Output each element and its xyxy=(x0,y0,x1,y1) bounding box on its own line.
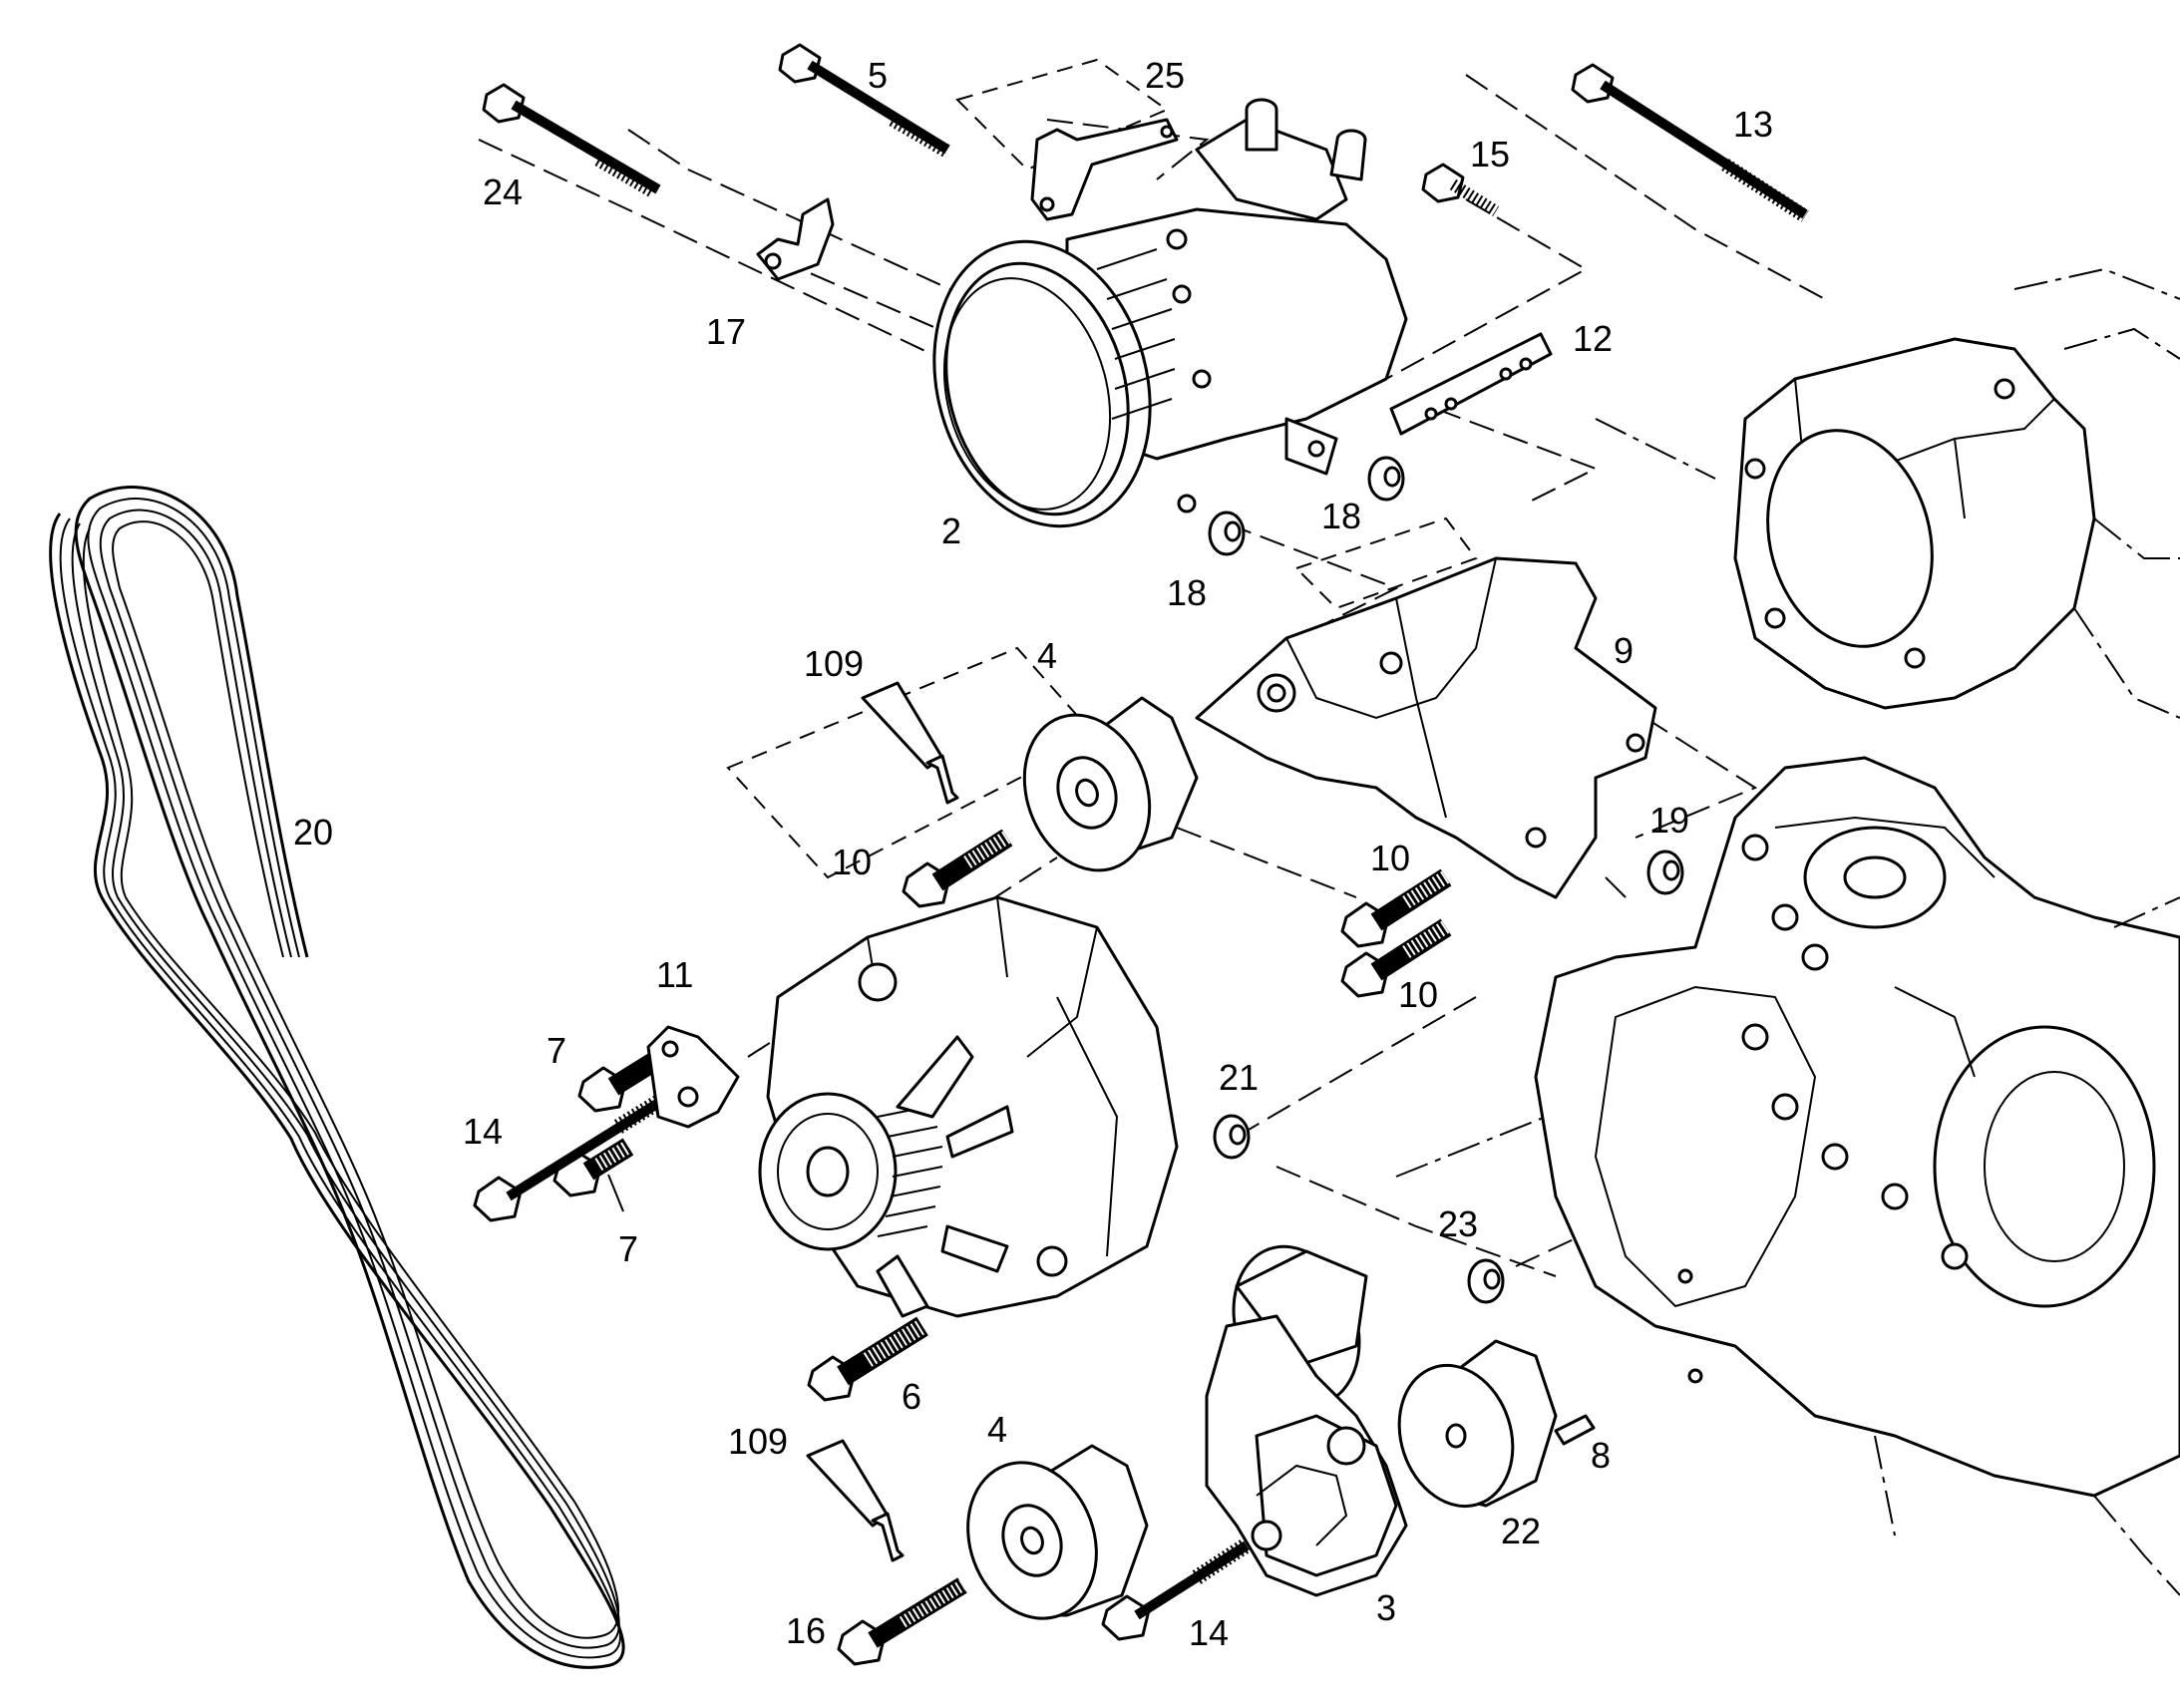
bolt-13 xyxy=(1571,63,1809,222)
bolt-16 xyxy=(837,1577,967,1666)
callout-7-lower-leader xyxy=(607,1174,624,1212)
ac-compressor xyxy=(932,98,1408,528)
callout-7-lower: 7 xyxy=(618,1228,638,1269)
alternator xyxy=(758,895,1179,1318)
callout-21: 21 xyxy=(1219,1057,1259,1098)
callout-7-upper: 7 xyxy=(546,1030,566,1071)
sealant-tube-109-lower xyxy=(806,1439,905,1562)
pulley-22 xyxy=(1397,1339,1558,1509)
plate-11 xyxy=(646,1025,740,1129)
callout-25: 25 xyxy=(1145,55,1185,96)
bolt-6 xyxy=(807,1316,928,1402)
callout-labels: 24 5 25 13 15 17 12 2 18 18 109 4 9 20 1… xyxy=(293,55,1773,1653)
bolt-24 xyxy=(482,83,661,198)
spacer-23 xyxy=(1467,1258,1505,1304)
idler-pulley-4-lower xyxy=(966,1444,1149,1620)
pin-8 xyxy=(1554,1414,1596,1446)
callout-2: 2 xyxy=(941,511,961,551)
callout-10-lower: 10 xyxy=(1398,974,1438,1015)
belt-tensioner-3 xyxy=(1205,1244,1408,1597)
sealant-tube-109-upper xyxy=(861,681,959,805)
callout-19: 19 xyxy=(1649,800,1689,841)
callout-10-mid: 10 xyxy=(1370,838,1410,878)
bracket-25 xyxy=(1030,118,1179,221)
callout-24: 24 xyxy=(483,171,523,212)
callout-3: 3 xyxy=(1376,1587,1396,1628)
callout-14-alternator: 14 xyxy=(463,1111,503,1152)
spacer-19 xyxy=(1646,850,1684,895)
bracket-17 xyxy=(756,197,835,281)
callout-109-lower: 109 xyxy=(728,1421,788,1462)
callout-23: 23 xyxy=(1438,1203,1478,1244)
plate-12 xyxy=(1389,332,1553,436)
bolt-14-alternator xyxy=(473,1088,675,1222)
callout-11: 11 xyxy=(656,954,693,995)
bolt-5 xyxy=(778,43,951,159)
bolt-7-lower xyxy=(552,1138,634,1197)
bolt-14-tensioner xyxy=(1101,1537,1254,1641)
bolt-10-mid xyxy=(1340,868,1452,948)
callout-5: 5 xyxy=(868,55,888,96)
spacer-21 xyxy=(1213,1114,1251,1160)
callout-14-tensioner: 14 xyxy=(1189,1612,1229,1653)
callout-22: 22 xyxy=(1501,1511,1541,1551)
callout-9: 9 xyxy=(1614,630,1634,671)
callout-17: 17 xyxy=(706,311,746,352)
callout-6: 6 xyxy=(902,1376,921,1417)
bolt-10-lower xyxy=(1340,918,1452,998)
mounting-bracket-9 xyxy=(1195,556,1657,899)
callout-4-lower: 4 xyxy=(987,1409,1007,1450)
callout-8: 8 xyxy=(1591,1435,1611,1476)
callout-18-upper: 18 xyxy=(1321,496,1361,536)
callout-13: 13 xyxy=(1733,104,1773,145)
idler-pulley-4-upper xyxy=(1022,696,1199,872)
callout-109-upper: 109 xyxy=(804,643,864,684)
drive-belt xyxy=(49,486,625,1669)
bolt-15 xyxy=(1421,163,1500,217)
callout-20: 20 xyxy=(293,812,333,853)
callout-15: 15 xyxy=(1470,134,1510,174)
callout-18-lower: 18 xyxy=(1167,572,1207,613)
callout-12: 12 xyxy=(1573,318,1613,359)
callout-10-left: 10 xyxy=(832,842,872,882)
engine-block-lower xyxy=(1534,756,2180,1596)
bolt-10-left xyxy=(902,829,1013,908)
engine-housing-upper xyxy=(1733,267,2180,719)
spacer-18-upper xyxy=(1367,456,1405,502)
callout-4-upper: 4 xyxy=(1037,635,1057,676)
spacer-18-lower xyxy=(1208,511,1246,556)
callout-16: 16 xyxy=(786,1610,826,1651)
